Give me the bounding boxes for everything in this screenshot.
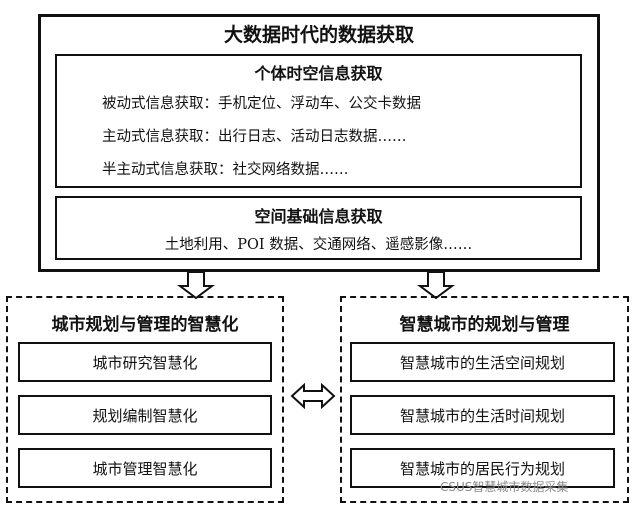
individual-info-title: 个体时空信息获取 (254, 64, 383, 83)
watermark: CSUS智慧城市数据采集 (440, 480, 569, 494)
smart-planning-group (6, 296, 284, 503)
data-acquisition-box (38, 14, 600, 272)
left-item-1: 城市研究智慧化 (18, 342, 272, 382)
right-item-2: 智慧城市的生活时间规划 (350, 395, 615, 435)
right-item-3: 智慧城市的居民行为规划 (350, 448, 615, 488)
smart-city-title: 智慧城市的规划与管理 (399, 315, 570, 335)
active-acquisition-line: 主动式信息获取：出行日志、活动日志数据…… (102, 129, 407, 145)
double-arrow-icon (290, 382, 336, 410)
left-item-2: 规划编制智慧化 (18, 395, 272, 435)
passive-acquisition-line: 被动式信息获取：手机定位、浮动车、公交卡数据 (102, 96, 421, 112)
right-item-1: 智慧城市的生活空间规划 (350, 342, 615, 382)
individual-info-box (55, 54, 582, 188)
data-acquisition-title: 大数据时代的数据获取 (223, 24, 414, 46)
semi-active-acquisition-line: 半主动式信息获取：社交网络数据…… (102, 162, 349, 178)
spatial-info-box (55, 196, 582, 260)
spatial-info-line: 土地利用、POI 数据、交通网络、遥感影像…… (164, 237, 473, 253)
down-arrow-right-icon (417, 271, 455, 300)
smart-city-group (340, 296, 629, 503)
smart-planning-title: 城市规划与管理的智慧化 (51, 315, 239, 335)
spatial-info-title: 空间基础信息获取 (254, 207, 383, 226)
left-item-3: 城市管理智慧化 (18, 448, 272, 488)
down-arrow-left-icon (177, 271, 215, 300)
